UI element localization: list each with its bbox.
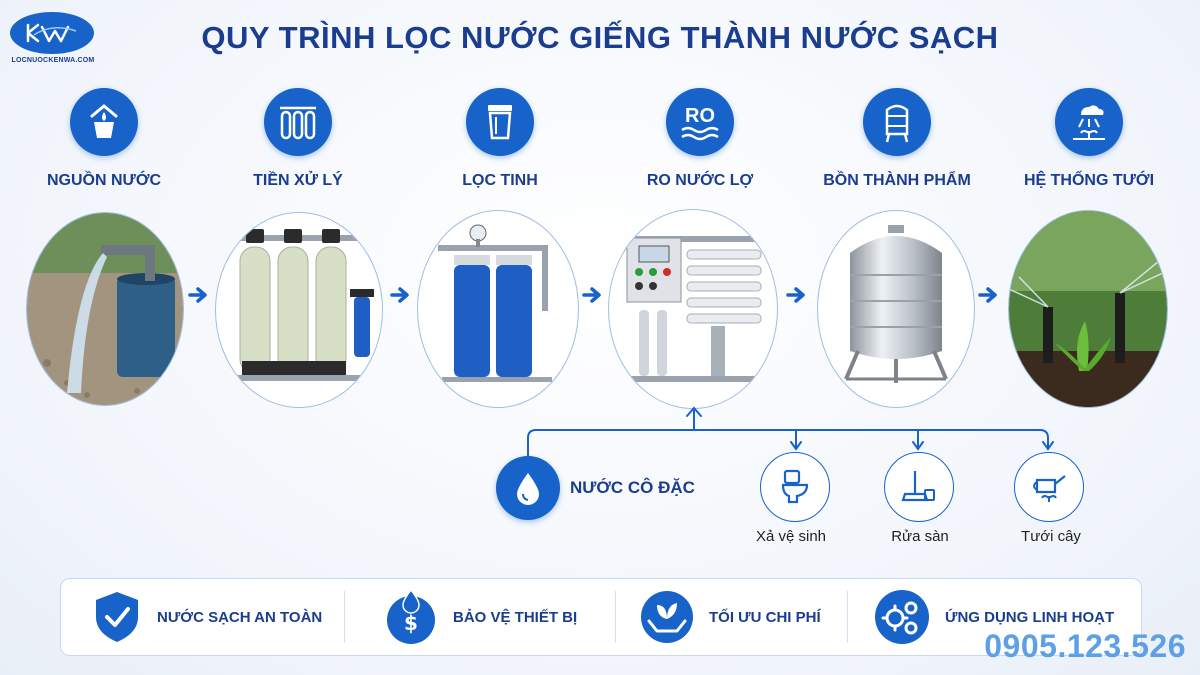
step-label-loc-tinh: LỌC TINH	[462, 172, 538, 189]
sprinkler-icon	[1055, 88, 1123, 156]
divider	[615, 591, 616, 643]
money-drop-icon: $	[387, 588, 435, 644]
benefit-label: TỐI ƯU CHI PHÍ	[709, 608, 821, 626]
benefit-protect-equipment: $ BẢO VỆ THIẾT BỊ	[383, 579, 577, 655]
fine-filter-icon	[466, 88, 534, 156]
use-label-watering: Tưới cây	[1021, 528, 1081, 545]
hotline-phone[interactable]: 0905.123.526	[984, 628, 1186, 664]
water-drop-icon	[496, 456, 560, 520]
concentrate-label: NƯỚC CÔ ĐẶC	[570, 478, 695, 497]
use-label-toilet: Xả vệ sinh	[755, 528, 827, 545]
svg-text:RO: RO	[685, 105, 715, 127]
step-label-tien-xu-ly: TIỀN XỬ LÝ	[253, 172, 343, 189]
divider	[847, 591, 848, 643]
benefit-clean-water: NƯỚC SẠCH AN TOÀN	[91, 579, 322, 655]
page-title: QUY TRÌNH LỌC NƯỚC GIẾNG THÀNH NƯỚC SẠCH	[201, 20, 999, 55]
mop-icon	[884, 452, 954, 522]
logo-text: LOCNUOCKENWA.COM	[11, 57, 95, 64]
pre-filter-icon	[264, 88, 332, 156]
ro-system-image	[608, 209, 778, 409]
product-tank-image	[817, 210, 975, 408]
arrow-right-icon	[978, 287, 997, 303]
benefit-label: ỨNG DỤNG LINH HOẠT	[945, 608, 1115, 626]
ro-icon: RO	[666, 88, 734, 156]
tank-icon	[863, 88, 931, 156]
kw-logo-icon	[10, 12, 94, 54]
watering-can-icon	[1014, 452, 1084, 522]
logo[interactable]: LOCNUOCKENWA.COM	[10, 12, 96, 64]
shield-check-icon	[96, 592, 138, 642]
step-label-he-thong-tuoi: HỆ THỐNG TƯỚI	[1023, 172, 1155, 189]
step-label-nguon-nuoc: NGUỒN NƯỚC	[46, 172, 162, 189]
water-source-icon	[70, 88, 138, 156]
pre-treatment-image	[215, 212, 383, 408]
benefits-bar: NƯỚC SẠCH AN TOÀN $ BẢO VỆ THIẾT BỊ TỐI …	[60, 578, 1142, 656]
divider	[344, 591, 345, 643]
hands-leaf-icon	[641, 591, 693, 643]
benefit-label: BẢO VỆ THIẾT BỊ	[453, 608, 578, 626]
svg-text:$: $	[404, 611, 418, 635]
gears-icon	[875, 590, 929, 644]
fine-filter-image	[417, 210, 579, 408]
benefit-cost: TỐI ƯU CHI PHÍ	[639, 579, 821, 655]
toilet-icon	[760, 452, 830, 522]
arrow-right-icon	[188, 287, 207, 303]
arrow-right-icon	[390, 287, 409, 303]
benefit-label: NƯỚC SẠCH AN TOÀN	[157, 608, 323, 626]
arrow-right-icon	[786, 287, 805, 303]
use-label-floor: Rửa sàn	[891, 528, 949, 545]
benefit-flexible: ỨNG DỤNG LINH HOẠT	[873, 579, 1114, 655]
step-label-ro-nuoc-lo: RO NƯỚC LỢ	[646, 172, 754, 189]
arrow-right-icon	[582, 287, 601, 303]
step-label-bon-thanh-pham: BỒN THÀNH PHẨM	[823, 172, 971, 189]
